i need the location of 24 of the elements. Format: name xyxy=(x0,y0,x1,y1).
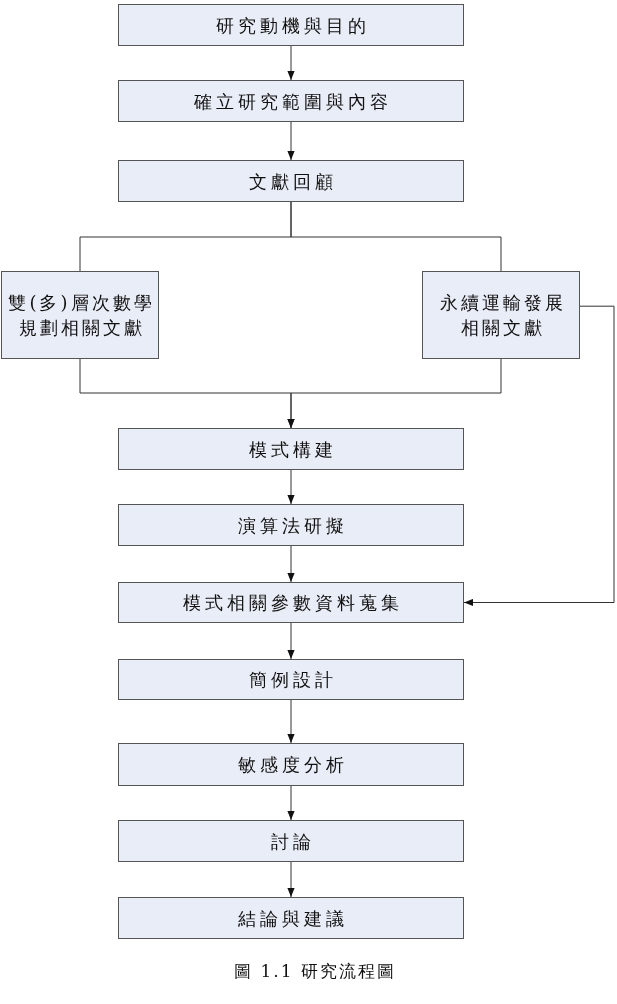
process-box: 研究動機與目的 xyxy=(118,4,464,46)
arrow xyxy=(463,305,615,607)
process-box: 模式構建 xyxy=(118,428,464,470)
process-box: 簡例設計 xyxy=(118,659,464,700)
process-box: 永續運輸發展相關文獻 xyxy=(422,271,580,359)
arrow xyxy=(287,785,295,821)
process-box: 雙(多)層次數學規劃相關文獻 xyxy=(1,271,159,359)
arrow xyxy=(287,121,295,161)
process-box: 結論與建議 xyxy=(118,897,464,939)
arrow xyxy=(287,699,295,744)
arrow xyxy=(287,45,295,81)
arrow xyxy=(287,545,295,583)
arrow xyxy=(287,861,295,898)
process-box: 確立研究範圍與內容 xyxy=(118,80,464,122)
process-box: 敏感度分析 xyxy=(118,743,464,786)
caption: 圖 1.1 研究流程圖 xyxy=(233,960,397,983)
connector-line xyxy=(290,201,502,272)
process-box: 文獻回顧 xyxy=(118,160,464,202)
arrow xyxy=(287,358,502,429)
process-box: 討論 xyxy=(118,820,464,862)
arrow xyxy=(287,622,295,660)
arrow xyxy=(287,469,295,505)
process-box: 模式相關參數資料蒐集 xyxy=(118,582,464,623)
process-box: 演算法研擬 xyxy=(118,504,464,546)
